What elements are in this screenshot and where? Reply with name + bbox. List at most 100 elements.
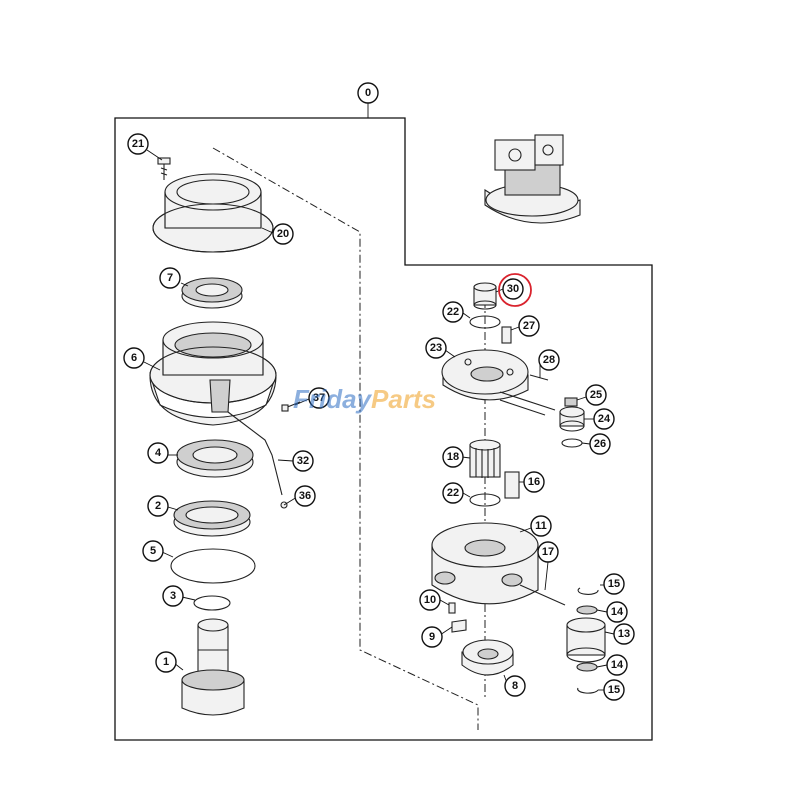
sun-gear-part [473, 282, 497, 310]
callout-root: 0 [357, 82, 379, 104]
upper-planet-ring-part [561, 438, 583, 448]
callout-14-upper: 14 [606, 601, 628, 623]
callout-label: 26 [594, 438, 606, 450]
oil-seal-part [173, 500, 251, 537]
planet-shaft-part [499, 374, 556, 416]
callout-label: 10 [424, 594, 436, 606]
callout-22-upper: 22 [442, 301, 464, 323]
callout-label: 32 [297, 455, 309, 467]
callout-label: 13 [618, 628, 630, 640]
watermark-logo: FridayParts [293, 384, 436, 414]
callout-label: 5 [150, 545, 156, 557]
callout-label: 16 [528, 476, 540, 488]
lock-plate-part [451, 619, 467, 633]
callout-label: 4 [155, 447, 162, 459]
lower-snap-ring-part [577, 687, 599, 694]
callout-9: 9 [421, 626, 443, 648]
callout-4: 4 [147, 442, 169, 464]
middle-bearing-part [176, 439, 254, 478]
callout-30-highlighted: 30 [498, 273, 532, 307]
callout-23: 23 [425, 337, 447, 359]
plug-part [448, 602, 456, 614]
upper-planet-gear-part [559, 406, 585, 432]
callout-label: 15 [608, 578, 620, 590]
callout-label: 20 [277, 228, 289, 240]
callout-label: 23 [430, 342, 442, 354]
small-bolt-part [281, 401, 301, 412]
callout-group [143, 149, 615, 691]
callout-label-root: 0 [365, 87, 371, 99]
ring-housing-part [152, 173, 274, 253]
diagram-frame [114, 117, 653, 741]
callout-label: 11 [535, 520, 547, 532]
callout-3: 3 [162, 585, 184, 607]
upper-thrust-washer-part [576, 605, 598, 615]
callout-label: 14 [611, 659, 624, 671]
callout-2: 2 [147, 495, 169, 517]
callout-label: 14 [611, 606, 624, 618]
lower-sun-gear-part [469, 439, 501, 478]
callout-label: 21 [132, 138, 144, 150]
callout-label: 27 [523, 320, 535, 332]
upper-carrier-part [441, 349, 529, 401]
swing-motor-inset [484, 134, 581, 224]
callout-18: 18 [442, 446, 464, 468]
callout-label: 1 [163, 656, 169, 668]
watermark-part-a: Friday [293, 384, 373, 414]
callout-11: 11 [530, 515, 552, 537]
callout-label: 15 [608, 684, 620, 696]
callout-17: 17 [537, 541, 559, 563]
callout-label: 2 [155, 500, 161, 512]
assembly-centerline [212, 147, 479, 730]
callout-14-lower: 14 [606, 654, 628, 676]
callout-10: 10 [419, 589, 441, 611]
callout-25: 25 [585, 384, 607, 406]
callout-24: 24 [593, 408, 615, 430]
callout-label: 22 [447, 487, 459, 499]
lower-thrust-washer-part [576, 662, 598, 672]
callout-label: 6 [131, 352, 137, 364]
lower-thrust-ring-part [469, 493, 501, 507]
upper-thrust-ring-part [469, 315, 501, 329]
callout-7: 7 [159, 267, 181, 289]
callout-16: 16 [523, 471, 545, 493]
callout-15-upper: 15 [603, 573, 625, 595]
callout-label: 22 [447, 306, 459, 318]
callout-label: 7 [167, 272, 173, 284]
callout-27: 27 [518, 315, 540, 337]
highlight-ring [498, 273, 532, 307]
upper-snap-ring-part [577, 587, 599, 595]
callout-21: 21 [127, 133, 149, 155]
callout-20: 20 [272, 223, 294, 245]
lower-carrier-part [431, 522, 539, 605]
bolt-part [157, 157, 171, 180]
upper-bearing-part [181, 277, 243, 309]
lower-planet-shaft-part [519, 584, 566, 606]
o-ring-part [170, 548, 256, 584]
watermark-part-b: Parts [371, 384, 436, 414]
callout-label: 30 [507, 283, 519, 295]
lower-pin-part [504, 471, 520, 499]
callout-13: 13 [613, 623, 635, 645]
upper-washer-part [564, 397, 578, 407]
callout-label: 25 [590, 389, 602, 401]
callout-6: 6 [123, 347, 145, 369]
callout-26: 26 [589, 433, 611, 455]
callout-label: 24 [598, 413, 611, 425]
callout-22-lower: 22 [442, 482, 464, 504]
pipe-part [227, 411, 283, 496]
thrust-plate-part [461, 639, 514, 676]
callout-label: 28 [543, 354, 555, 366]
callout-32: 32 [292, 450, 314, 472]
lower-planet-gear-part [566, 617, 606, 663]
callout-label: 36 [299, 490, 311, 502]
upper-pin-part [501, 326, 512, 344]
callout-label: 3 [170, 590, 176, 602]
callout-label: 9 [429, 631, 435, 643]
callout-15-lower: 15 [603, 679, 625, 701]
callout-28: 28 [538, 349, 560, 371]
callout-37: 37 [308, 387, 330, 409]
callout-label: 8 [512, 680, 518, 692]
callout-8: 8 [504, 675, 526, 697]
